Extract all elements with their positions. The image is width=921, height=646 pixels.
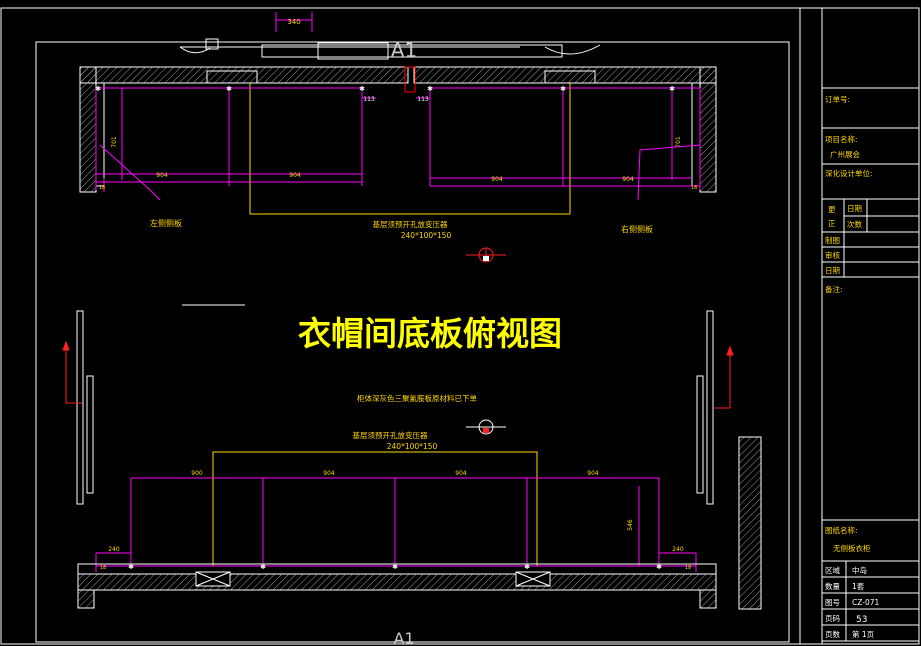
top-dim-label: 340: [287, 18, 300, 26]
inner-border: [35, 41, 790, 643]
upper-right-wall: [699, 66, 717, 193]
date-label: 日期: [847, 204, 862, 213]
lower-note-mid: 柜体深灰色三聚氰胺板原材料已下单: [357, 393, 477, 403]
dim-701-left: 701: [111, 136, 118, 148]
qty-value: 1套: [852, 581, 865, 591]
dim-113-right: 113: [417, 96, 429, 103]
dim-small-left: 18: [99, 185, 105, 191]
elevation-arrows: [62, 340, 734, 409]
rev-label-2: 正: [828, 219, 836, 228]
date-row-label: 日期: [825, 266, 840, 275]
dim-lower-3: 904: [455, 470, 467, 477]
project-value: 广州展会: [830, 149, 860, 159]
dim-vertical: 546: [627, 519, 634, 531]
upper-top-wall-right: [413, 66, 717, 84]
order-no-label: 订单号:: [825, 94, 850, 104]
drawing-no-value: CZ-071: [852, 598, 879, 607]
dim-701-right: 701: [675, 136, 682, 148]
sheet-border: [0, 7, 920, 645]
svg-text:✱: ✱: [669, 85, 675, 93]
dim-upper-left-2: 904: [289, 172, 301, 179]
svg-text:✱: ✱: [226, 85, 232, 93]
title-block: 订单号: 项目名称: 广州展会 深化设计单位: 更 正 日期 次数 制图 审核 …: [821, 87, 920, 642]
reviewed-by-label: 审核: [825, 250, 840, 260]
pages-value: 第 1页: [852, 629, 875, 639]
section-marker-bottom: A1: [393, 629, 414, 646]
upper-note-line2: 240*100*150: [401, 231, 452, 240]
drawing-name-label: 图纸名称:: [825, 525, 858, 535]
page-value: 53: [856, 615, 867, 625]
drawing-name-value: 无侧板衣柜: [833, 543, 871, 553]
section-marker-top: A1: [391, 38, 417, 62]
svg-text:✱: ✱: [260, 563, 266, 571]
drawing-no-label: 图号: [825, 598, 840, 607]
area-value: 中岛: [852, 565, 867, 575]
dim-upper-left-1: 904: [156, 172, 168, 179]
label-right-side-panel: 右侧侧板: [621, 224, 653, 234]
dim-small-right: 18: [691, 185, 697, 191]
section-marker-lower: [466, 419, 506, 435]
dim-113-left: 113: [363, 96, 375, 103]
times-label: 次数: [847, 219, 862, 229]
dim-lower-1: 900: [191, 470, 203, 477]
svg-text:✱: ✱: [392, 563, 398, 571]
upper-note-line1: 基层须预开孔放变压器: [373, 219, 448, 229]
upper-left-wall: [79, 66, 97, 193]
upper-top-wall-left: [79, 66, 409, 84]
dim-lower-4: 904: [587, 470, 599, 477]
design-unit-label: 深化设计单位:: [825, 168, 873, 178]
dim-small-lower-right: 18: [685, 565, 691, 571]
lower-note-line2: 240*100*150: [387, 442, 438, 451]
label-left-side-panel: 左侧侧板: [150, 218, 182, 228]
svg-text:✱: ✱: [560, 85, 566, 93]
dim-240-right: 240: [672, 546, 684, 553]
svg-text:✱: ✱: [128, 563, 134, 571]
top-fragment: 340 A1: [179, 12, 601, 62]
qty-label: 数量: [825, 581, 840, 591]
dim-small-lower-left: 18: [100, 565, 106, 571]
remarks-label: 备注:: [825, 284, 843, 294]
lower-note-line1: 基层须预开孔放变压器: [353, 430, 428, 440]
drawing-title: 衣帽间底板俯视图: [298, 314, 562, 353]
dim-upper-right-2: 904: [622, 176, 634, 183]
pages-label: 页数: [825, 629, 840, 639]
project-label: 项目名称:: [825, 134, 858, 144]
dim-upper-right-1: 904: [491, 176, 503, 183]
dim-lower-2: 904: [323, 470, 335, 477]
svg-text:✱: ✱: [427, 85, 433, 93]
area-label: 区域: [825, 565, 840, 575]
dim-240-left: 240: [108, 546, 120, 553]
lower-cabinet: 柜体深灰色三聚氰胺板原材料已下单 基层须预开孔放变压器 240*100*150 …: [77, 393, 717, 646]
svg-text:✱: ✱: [359, 85, 365, 93]
drawn-by-label: 制图: [825, 235, 840, 245]
side-walls: [76, 310, 762, 610]
rev-label-1: 更: [828, 205, 836, 214]
page-label: 页码: [825, 614, 840, 623]
svg-text:✱: ✱: [524, 563, 530, 571]
lower-base-wall: [77, 573, 717, 591]
section-marker-upper: [466, 247, 506, 263]
upper-cabinet: 113 113 701 701 904 904 904 904 18 18 ✱ ✱…: [79, 66, 717, 263]
svg-text:✱: ✱: [656, 563, 662, 571]
svg-text:✱: ✱: [95, 85, 101, 93]
